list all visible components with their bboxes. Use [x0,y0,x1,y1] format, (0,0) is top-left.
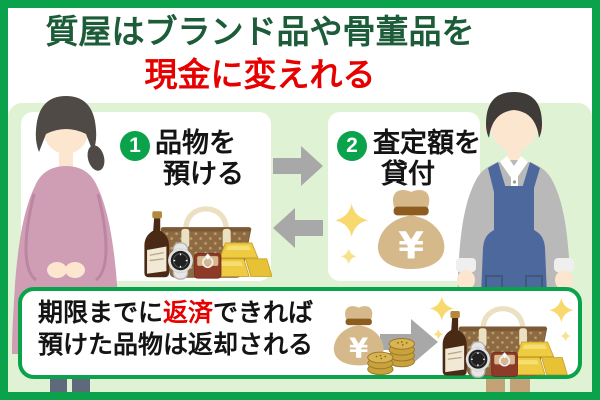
step1-card: 1 品物を 預ける [21,112,272,281]
note-line1-before: 期限までに [38,299,164,327]
bottom-note-text: 期限までに返済できれば 預けた品物は返却される [38,297,313,361]
step1-label-line1: 品物を [155,128,236,158]
step1-number-badge: 1 [120,131,150,161]
bottom-note-line1: 期限までに返済できれば [38,297,313,329]
step2-card: 2 査定額を 貸付 ¥ [328,112,481,281]
liquor-bottle-icon [144,211,170,278]
valuables-items-icon [144,206,272,280]
step2-number-badge: 2 [337,131,367,161]
title-line-1: 質屋はブランド品や骨董品を [45,13,475,50]
money-bag-sparkle-icon: ¥ [336,189,445,270]
bottom-note-line2: 預けた品物は返却される [38,331,314,359]
bottom-note-box: 期限までに返済できれば 預けた品物は返却される ¥ [18,287,582,379]
step1-label-line2: 預ける [163,159,244,189]
sparkle-icon [429,296,574,342]
yen-symbol: ¥ [398,224,424,267]
yen-symbol: ¥ [349,331,368,364]
step2-label: 査定額を 貸付 [373,128,481,190]
money-bag-coins-icon: ¥ [333,306,415,376]
valuables-items-sparkle-icon [429,296,574,378]
note-line1-highlight: 返済 [163,299,214,327]
page-title: 質屋はブランド品や骨董品を 現金に変えれる [0,10,520,96]
wristwatch-icon [168,242,193,280]
step1-label: 品物を 預ける [155,128,244,190]
arrow-left-icon [273,208,323,248]
sparkle-icon [336,203,369,265]
ring-box-icon [194,253,222,279]
step2-label-line1: 査定額を [373,128,481,158]
gold-coins-icon [367,338,415,376]
arrow-right-icon [273,146,323,186]
step2-label-line2: 貸付 [381,159,435,189]
valuables-items-icon [442,306,568,378]
money-bag-yen-icon: ¥ [377,189,445,270]
note-line1-after: できれば [213,299,314,327]
title-line-2: 現金に変えれる [144,56,376,93]
